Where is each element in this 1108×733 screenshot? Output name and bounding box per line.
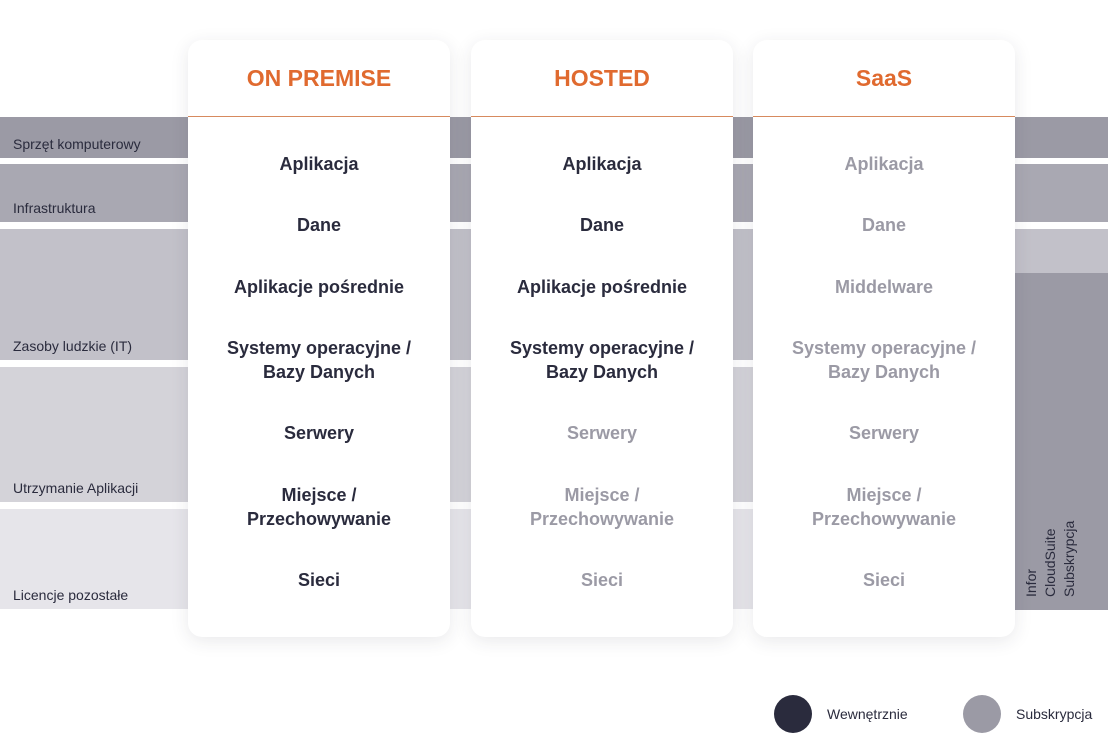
band-label: Infrastruktura [13,200,96,216]
column-title: ON PREMISE [188,40,450,117]
legend-label-internal: Wewnętrznie [827,706,908,722]
stack-item-line: Bazy Danych [262,362,376,382]
stack-item: Middelware [753,275,1015,299]
stack-item-line: Miejsce / [281,485,357,505]
column-title: SaaS [753,40,1015,117]
band-label: Zasoby ludzkie (IT) [13,338,133,354]
band-label: Utrzymanie Aplikacji [13,480,139,496]
stack-item-line: Systemy operacyjne / [509,338,695,358]
stack-item-line: Aplikacja [562,154,642,174]
stack-item: Serwery [753,421,1015,445]
stack-item: Sieci [471,568,733,592]
stack-item-line: Sieci [580,570,624,590]
stack-item-line: Dane [861,215,906,235]
stack-item-line: Systemy operacyjne / [791,338,977,358]
legend-dot-subscription-icon [963,695,1001,733]
cloudsuite-subscription-label: Infor CloudSuite Subskrypcja [1022,477,1079,597]
stack-item-line: Dane [296,215,341,235]
stack-item: Miejsce / Przechowywanie [188,483,450,531]
stack-item-line: Miejsce / [846,485,922,505]
band-label: Sprzęt komputerowy [13,136,141,152]
stack-item: Sieci [753,568,1015,592]
stack-item-line: Serwery [848,423,920,443]
legend-label-subscription: Subskrypcja [1016,706,1093,722]
stack-item-line: Przechowywanie [529,509,675,529]
side-bar-line: CloudSuite [1042,528,1058,598]
stack-item: Systemy operacyjne / Bazy Danych [753,336,1015,384]
stack-item-line: Sieci [297,570,341,590]
stack-item: Dane [753,213,1015,237]
stack-item-line: Sieci [862,570,906,590]
stack-item: Aplikacja [471,152,733,176]
stack-item-line: Przechowywanie [246,509,392,529]
column-hosted: HOSTED Aplikacja Dane Aplikacje pośredni… [471,40,733,637]
stack-item-line: Serwery [566,423,638,443]
stack-item-line: Przechowywanie [811,509,957,529]
stack-item-line: Systemy operacyjne / [226,338,412,358]
stack-item: Sieci [188,568,450,592]
stack-item: Systemy operacyjne / Bazy Danych [471,336,733,384]
stack-item: Systemy operacyjne / Bazy Danych [188,336,450,384]
column-on-premise: ON PREMISE Aplikacja Dane Aplikacje pośr… [188,40,450,637]
stack-item: Miejsce / Przechowywanie [471,483,733,531]
stack-item: Aplikacja [753,152,1015,176]
column-saas: SaaS Aplikacja Dane Middelware Systemy o… [753,40,1015,637]
stack-item: Serwery [188,421,450,445]
stack-item: Aplikacje pośrednie [188,275,450,299]
stack-item-line: Dane [579,215,624,235]
stack-item: Miejsce / Przechowywanie [753,483,1015,531]
stack-item: Serwery [471,421,733,445]
stack-item-line: Bazy Danych [545,362,659,382]
stack-item: Dane [471,213,733,237]
stack-item-line: Aplikacje pośrednie [233,277,405,297]
stack-item-line: Aplikacja [279,154,359,174]
stack-item-line: Bazy Danych [827,362,941,382]
stack-item-line: Serwery [283,423,355,443]
side-bar-line: Infor [1023,568,1039,597]
stack-item: Aplikacje pośrednie [471,275,733,299]
stack-item: Aplikacja [188,152,450,176]
cloudsuite-subscription-bar [1015,273,1108,610]
side-bar-line: Subskrypcja [1061,520,1077,597]
stack-item-line: Aplikacje pośrednie [516,277,688,297]
legend-dot-internal-icon [774,695,812,733]
stack-item-line: Miejsce / [564,485,640,505]
stack-item-line: Aplikacja [844,154,924,174]
column-title: HOSTED [471,40,733,117]
stack-item: Dane [188,213,450,237]
stack-item-line: Middelware [834,277,934,297]
band-label: Licencje pozostałe [13,587,129,603]
